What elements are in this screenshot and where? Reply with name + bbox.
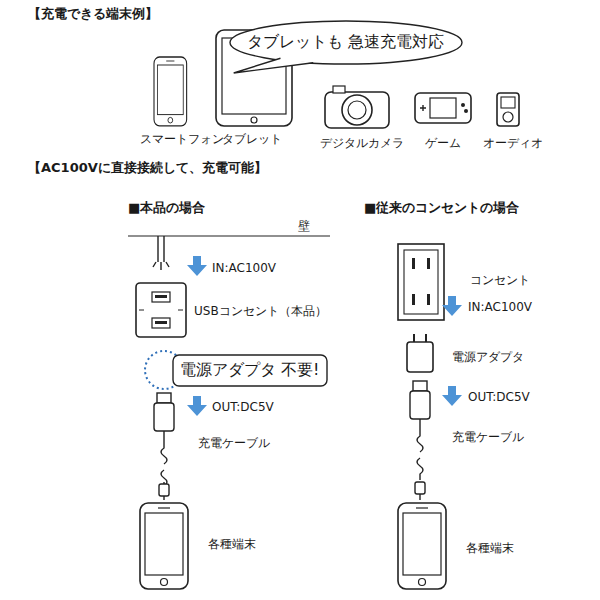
part-label: 充電ケーブル xyxy=(198,436,270,450)
section-title: 【AC100Vに直接接続して、充電可能】 xyxy=(28,160,267,176)
flow-arrow xyxy=(187,396,207,416)
usb-cable xyxy=(410,381,430,500)
case-heading: ■従来のコンセントの場合 xyxy=(364,200,519,216)
power-adapter xyxy=(407,334,433,372)
flow-arrow xyxy=(442,386,462,406)
case-heading: ■本品の場合 xyxy=(128,200,205,216)
section-title: 【充電できる端末例】 xyxy=(28,6,158,22)
flow-label: IN:AC100V xyxy=(468,300,532,314)
part-label: コンセント xyxy=(470,273,530,287)
wall-outlet xyxy=(398,244,444,320)
device-label: タブレット xyxy=(222,132,282,146)
mains-wire xyxy=(153,236,169,270)
game-icon xyxy=(415,93,471,123)
smartphone-icon xyxy=(154,57,187,126)
node-text: 電源アダプタ 不要! xyxy=(180,360,320,381)
device-label: ゲーム xyxy=(425,136,461,150)
flow-label: IN:AC100V xyxy=(212,261,276,275)
usb-cable xyxy=(154,393,174,500)
device-label: デジタルカメラ xyxy=(320,136,404,150)
callout-box: 電源アダプタ 不要! xyxy=(172,354,328,387)
terminal-phone xyxy=(398,503,446,589)
part-label: USBコンセント（本品） xyxy=(194,304,327,318)
part-label: 電源アダプタ xyxy=(452,350,524,364)
part-label: 充電ケーブル xyxy=(452,430,524,444)
audio-player-icon xyxy=(497,93,519,126)
flow-arrow xyxy=(442,296,462,316)
flow-arrow xyxy=(187,256,207,276)
node-text: 電源アダプタ 不要! xyxy=(180,360,320,381)
speech-bubble: タブレットも 急速充電対応 xyxy=(229,20,463,65)
flow-label: OUT:DC5V xyxy=(468,390,530,404)
device-label: オーディオ xyxy=(483,136,543,150)
node-text: タブレットも 急速充電対応 xyxy=(247,32,444,53)
part-label: 各種端末 xyxy=(208,537,256,551)
terminal-phone xyxy=(140,503,188,589)
camera-icon xyxy=(325,86,389,128)
node-text: タブレットも 急速充電対応 xyxy=(247,32,444,53)
part-label: 各種端末 xyxy=(466,541,514,555)
usb-outlet xyxy=(136,283,186,337)
device-label: スマートフォン xyxy=(140,132,224,146)
flow-label: OUT:DC5V xyxy=(212,400,274,414)
wall-label: 壁 xyxy=(298,219,310,233)
